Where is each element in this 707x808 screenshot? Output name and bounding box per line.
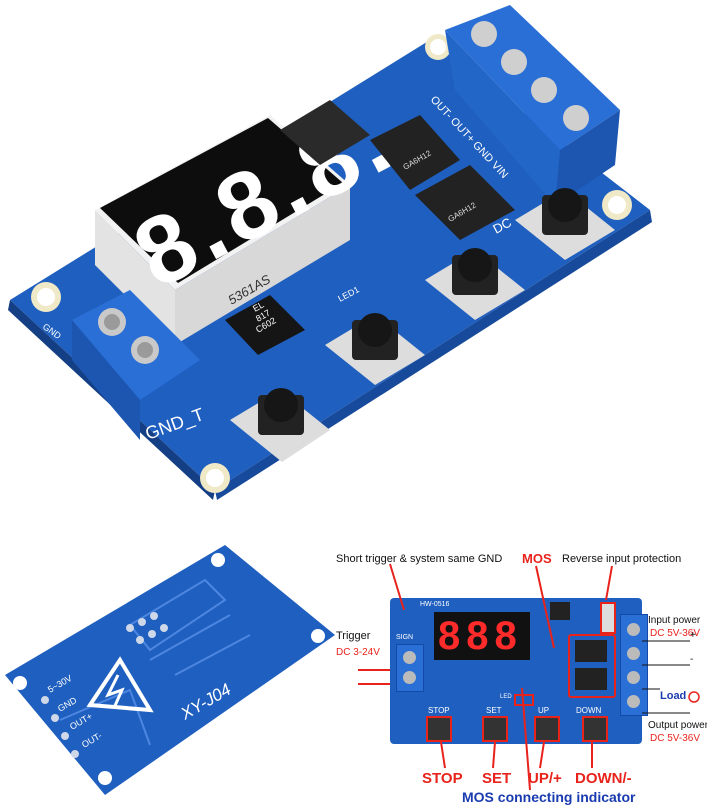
annotation-input-power: Input power xyxy=(648,615,701,626)
svg-text:-: - xyxy=(690,654,693,665)
power-terminal-block xyxy=(445,5,620,205)
board-id: HW-0516 xyxy=(420,601,450,608)
annotation-set: SET xyxy=(482,770,512,787)
btn-up-label: UP xyxy=(538,706,550,715)
annotation-short-trigger: Short trigger & system same GND xyxy=(336,553,503,565)
btn-down-label: DOWN xyxy=(576,706,602,715)
optocoupler-chip: EL 817 C602 xyxy=(225,295,305,355)
back-pcb xyxy=(5,545,335,795)
button-down xyxy=(515,188,615,260)
annotation-trigger: Trigger xyxy=(336,630,371,642)
annotated-diagram: HW-0516 888 LED SIGN STOP SET UP xyxy=(330,540,707,808)
mosfets: GA6H12 GA6H12 xyxy=(280,100,515,240)
led-label: LED xyxy=(500,694,512,700)
annotation-load: Load xyxy=(660,690,687,702)
button-set xyxy=(325,313,425,385)
button-up xyxy=(425,248,525,320)
mounting-holes xyxy=(31,34,632,493)
btn-set-label: SET xyxy=(486,706,502,715)
push-buttons xyxy=(230,188,615,462)
button-stop xyxy=(230,388,330,462)
schematic-button xyxy=(582,716,608,742)
svg-text:+: + xyxy=(690,630,696,641)
annotation-arrows: + - xyxy=(358,563,700,791)
annotation-stop: STOP xyxy=(422,770,463,787)
load-icon xyxy=(688,691,700,703)
annotation-output-power: Output power xyxy=(648,720,707,731)
high-voltage-warning-icon xyxy=(86,656,154,713)
annotation-input-voltage: DC 5V-36V xyxy=(650,628,701,639)
schematic-button xyxy=(534,716,560,742)
svg-text:EL: EL xyxy=(251,300,266,314)
annotation-up: UP/+ xyxy=(528,770,562,787)
schematic-display: 888 xyxy=(434,612,530,660)
sign-terminal xyxy=(396,644,424,692)
annotation-mos-indicator: MOS connecting indicator xyxy=(462,789,636,805)
schematic-board: HW-0516 888 LED SIGN STOP SET UP xyxy=(390,598,648,744)
back-board-photo: XY-J04 5~30V GND OUT+ OUT- xyxy=(5,545,335,795)
btn-stop-label: STOP xyxy=(428,706,450,715)
sign-label: SIGN xyxy=(396,634,414,641)
annotation-trigger-voltage: DC 3-24V xyxy=(336,647,380,658)
annotation-reverse: Reverse input protection xyxy=(562,553,682,565)
schematic-button xyxy=(426,716,452,742)
main-board-photo: 8.8.8. 5361AS EL 817 C602 GA6H12 GA6H12 xyxy=(8,5,652,500)
trigger-terminal-block xyxy=(72,290,200,440)
mos-chips xyxy=(568,634,616,698)
annotation-mos: MOS xyxy=(522,551,552,566)
schematic-digits: 888 xyxy=(438,614,523,658)
annotation-down: DOWN/- xyxy=(575,770,632,787)
annotation-output-voltage: DC 5V-36V xyxy=(650,733,701,744)
schematic-button xyxy=(482,716,508,742)
